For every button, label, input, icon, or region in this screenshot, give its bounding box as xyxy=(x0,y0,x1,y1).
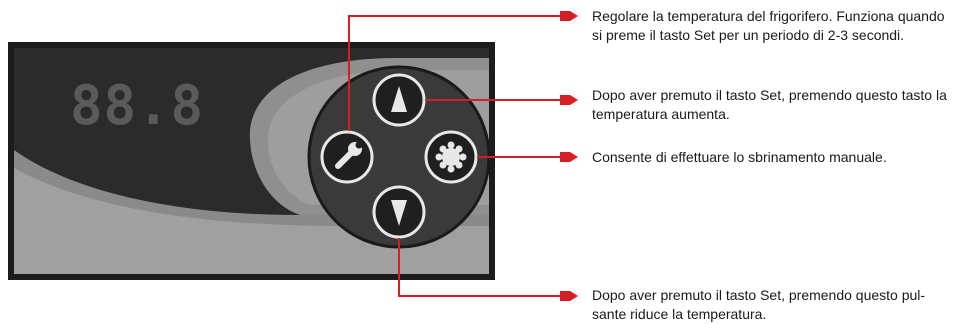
down-arrow-icon xyxy=(391,200,407,226)
leader-arrowheads xyxy=(560,11,578,301)
display-readout: 88.8 xyxy=(70,74,204,137)
leader-set xyxy=(348,15,560,131)
up-arrow-icon xyxy=(391,86,407,112)
arrowhead-down xyxy=(560,291,570,301)
annotation-down-line2: sante riduce la temperatura. xyxy=(592,306,767,322)
snowflake-icon xyxy=(435,141,467,173)
leader-lines xyxy=(348,15,560,297)
annotation-set: Regolare la temperatura del frigorifero.… xyxy=(592,7,945,45)
defrost-button[interactable] xyxy=(424,130,478,184)
up-button[interactable] xyxy=(372,73,426,127)
arrowhead-up xyxy=(560,95,570,105)
down-button[interactable] xyxy=(372,185,426,239)
arrowhead-set xyxy=(560,11,570,21)
leader-down xyxy=(398,238,560,297)
annotation-set-line2: si preme il tasto Set per un periodo di … xyxy=(592,27,905,43)
annotation-up-line2: temperatura aumenta. xyxy=(592,106,730,122)
annotation-defrost-line1: Consente di effettuare lo sbrinamento ma… xyxy=(592,149,887,165)
annotation-set-line1: Regolare la temperatura del frigorifero.… xyxy=(592,8,945,24)
annotation-up: Dopo aver premuto il tasto Set, premendo… xyxy=(592,86,947,124)
arrowhead-defrost xyxy=(560,152,570,162)
annotation-up-line1: Dopo aver premuto il tasto Set, premendo… xyxy=(592,87,947,103)
panel-gray-band-light xyxy=(14,168,489,274)
annotation-defrost: Consente di effettuare lo sbrinamento ma… xyxy=(592,148,887,167)
set-button[interactable] xyxy=(320,130,374,184)
annotation-down: Dopo aver premuto il tasto Set, premendo… xyxy=(592,286,925,324)
wrench-icon xyxy=(335,141,363,169)
annotation-down-line1: Dopo aver premuto il tasto Set, premendo… xyxy=(592,287,926,303)
